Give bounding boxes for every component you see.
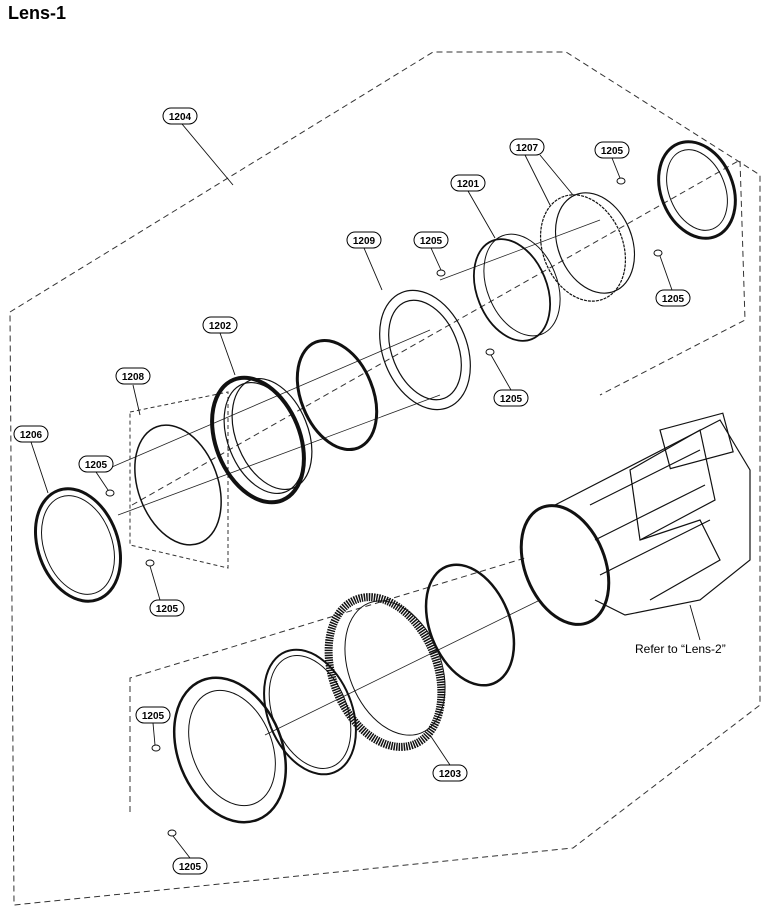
- assembly-boundary: [9, 51, 761, 906]
- lens-2-reference-note: Refer to “Lens-2”: [635, 642, 726, 656]
- callout-1208-text: 1208: [122, 372, 145, 383]
- leader-lines: [30, 123, 701, 859]
- callout-1205-g: 1205: [135, 706, 171, 724]
- callout-1204: 1204: [162, 107, 198, 125]
- lower-o-ring: [424, 563, 516, 687]
- callout-1202-text: 1202: [209, 321, 232, 332]
- callout-1205-f: 1205: [655, 289, 691, 307]
- callout-1205-b-text: 1205: [156, 604, 179, 615]
- ring-1208-boundary: [129, 391, 229, 569]
- callout-1203: 1203: [432, 764, 468, 782]
- callout-1205-g-text: 1205: [142, 711, 165, 722]
- callout-1209: 1209: [346, 231, 382, 249]
- callout-1201-text: 1201: [457, 179, 480, 190]
- ring-1202: [210, 375, 313, 505]
- page-title: Lens-1: [8, 3, 67, 23]
- callout-1205-d: 1205: [493, 389, 529, 407]
- callout-1207: 1207: [509, 138, 545, 156]
- callout-1205-a: 1205: [78, 455, 114, 473]
- ring-1209: [379, 289, 471, 411]
- callout-1207-text: 1207: [516, 143, 539, 154]
- lower-ring: [263, 648, 357, 776]
- plates-1207: [539, 192, 636, 302]
- screws: [105, 177, 663, 837]
- callout-1205-e: 1205: [594, 141, 630, 159]
- lower-group-boundary: [129, 557, 526, 812]
- callout-1205-c-text: 1205: [420, 236, 443, 247]
- lens-barrel-assembly: [519, 412, 751, 626]
- ring-1208: [134, 424, 222, 546]
- callout-1205-e-text: 1205: [601, 146, 624, 157]
- rear-mount: [657, 140, 737, 240]
- callout-1203-text: 1203: [439, 769, 462, 780]
- o-ring: [295, 338, 379, 452]
- callout-1205-a-text: 1205: [85, 460, 108, 471]
- axis-lines: [104, 219, 601, 736]
- callout-1204-text: 1204: [169, 112, 192, 123]
- callout-1206: 1206: [13, 425, 49, 443]
- ring-1206: [33, 487, 123, 603]
- callout-1206-text: 1206: [20, 430, 43, 441]
- upper-group-boundary: [131, 159, 746, 506]
- callout-1205-f-text: 1205: [662, 294, 685, 305]
- callout-1201: 1201: [450, 174, 486, 192]
- callout-1202: 1202: [202, 316, 238, 334]
- callout-1205-d-text: 1205: [500, 394, 523, 405]
- callout-1205-h-text: 1205: [179, 862, 202, 873]
- callout-1205-h: 1205: [172, 857, 208, 875]
- ring-1201: [473, 233, 561, 342]
- callout-1209-text: 1209: [353, 236, 376, 247]
- callout-1205-b: 1205: [149, 599, 185, 617]
- callout-1205-c: 1205: [413, 231, 449, 249]
- callout-1208: 1208: [115, 367, 151, 385]
- ring-1203: [324, 593, 446, 751]
